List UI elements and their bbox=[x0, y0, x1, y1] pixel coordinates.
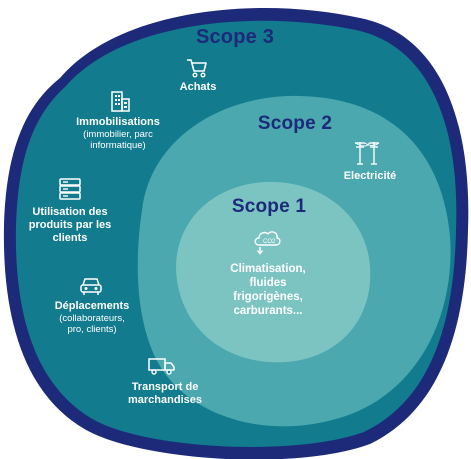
item-achats: Achats bbox=[160, 81, 236, 94]
item-electricite-title: Electricité bbox=[343, 170, 397, 182]
item-immobilisations: Immobilisations (immobilier, parc inform… bbox=[66, 116, 170, 151]
server-icon bbox=[59, 178, 81, 200]
truck-icon bbox=[148, 358, 175, 375]
scope3-title: Scope 3 bbox=[195, 26, 275, 48]
item-utilisation-produits-title: Utilisation des produits par les clients bbox=[28, 206, 112, 244]
item-deplacements-title: Déplacements bbox=[54, 300, 130, 312]
item-deplacements: Déplacements (collaborateurs, pro, clien… bbox=[36, 300, 148, 335]
scope2-title: Scope 2 bbox=[257, 113, 333, 134]
item-utilisation-produits: Utilisation des produits par les clients bbox=[18, 206, 122, 245]
item-climatisation: Climatisation, fluides frigorigènes, car… bbox=[216, 262, 320, 318]
item-transport: Transport de marchandises bbox=[118, 381, 212, 407]
car-icon bbox=[80, 278, 102, 295]
co2-cloud-label: CO2 bbox=[263, 239, 276, 245]
power-pylon-icon bbox=[354, 142, 380, 165]
co2-cloud-icon: CO2 bbox=[254, 231, 281, 255]
item-climatisation-title: Climatisation, fluides frigorigènes, car… bbox=[230, 263, 306, 317]
scope1-title: Scope 1 bbox=[231, 196, 307, 217]
item-electricite: Electricité bbox=[330, 170, 410, 183]
scope1-area bbox=[176, 181, 371, 363]
building-icon bbox=[111, 91, 130, 112]
item-deplacements-sub: (collaborateurs, pro, clients) bbox=[59, 313, 125, 335]
item-immobilisations-sub: (immobilier, parc informatique) bbox=[83, 129, 153, 151]
item-transport-title: Transport de marchandises bbox=[128, 381, 202, 406]
item-achats-title: Achats bbox=[179, 81, 217, 93]
item-immobilisations-title: Immobilisations bbox=[76, 116, 160, 128]
shopping-cart-icon bbox=[187, 59, 207, 78]
